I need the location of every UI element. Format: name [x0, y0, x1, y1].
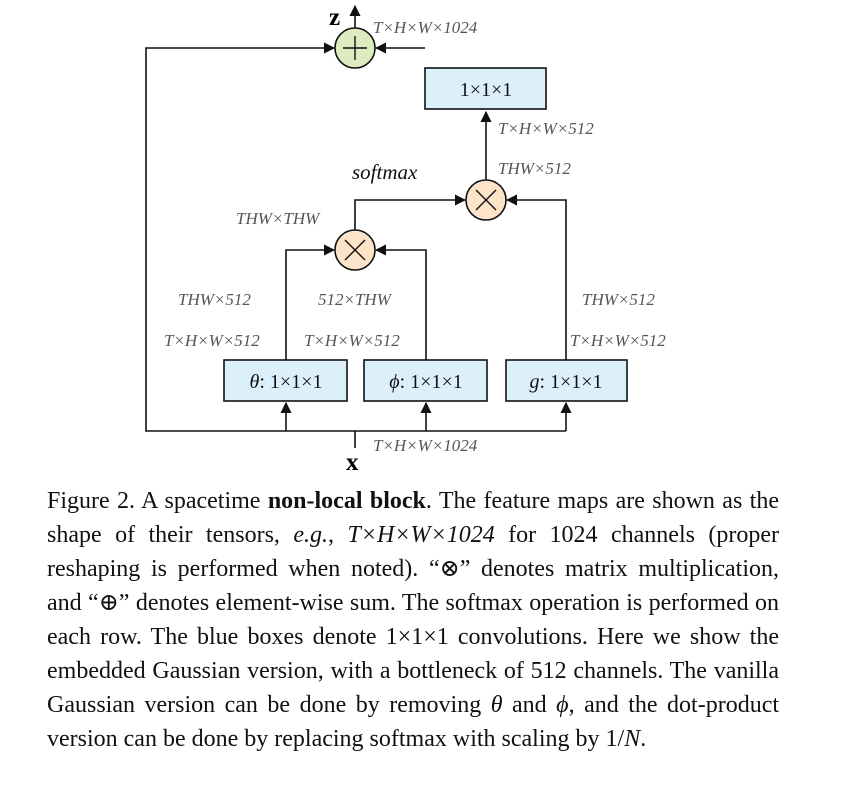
- theta-symbol: θ: [250, 371, 260, 393]
- phi-conv-label: : 1×1×1: [400, 371, 463, 393]
- softmax-label: softmax: [352, 160, 418, 184]
- svg-text:θ: 1×1×1: θ: 1×1×1: [250, 371, 323, 393]
- input-x-label: x: [346, 449, 359, 476]
- product-shape-label: THW×512: [498, 159, 571, 178]
- attention-shape-label: THW×THW: [236, 209, 321, 228]
- conv-box-theta: θ: 1×1×1: [223, 359, 348, 402]
- output-z-label: z: [329, 4, 340, 31]
- caption-text-5: , and the dot-product version can be don…: [47, 692, 780, 752]
- caption-theta: θ: [490, 692, 503, 718]
- phi-output-shape-label: T×H×W×512: [304, 331, 400, 350]
- conv-top-label: 1×1×1: [460, 79, 513, 101]
- caption-phi: ϕ: [556, 692, 569, 718]
- g-reshaped-label: THW×512: [582, 290, 655, 309]
- g-to-product-arrow: [505, 194, 567, 360]
- g-symbol: g: [529, 371, 539, 393]
- theta-to-product-arrow: [285, 244, 336, 360]
- caption-text-3: for 1024 channels (proper reshaping is p…: [47, 522, 780, 718]
- caption-shape-math: T×H×W×1024: [347, 522, 495, 548]
- caption-text-1: . The feature maps are shown as the shap…: [47, 488, 779, 548]
- svg-text:g: 1×1×1: g: 1×1×1: [529, 371, 602, 393]
- conv-box-g: g: 1×1×1: [505, 359, 628, 402]
- non-local-block-diagram: 1×1×1 θ: 1×1×1 ϕ: 1×1×1 g: 1×1×1 z x T×H…: [145, 4, 666, 476]
- softmax-arrow: [354, 194, 467, 232]
- caption-n: N: [624, 726, 641, 752]
- matmul-node-2: [465, 179, 507, 221]
- output-shape-label: T×H×W×1024: [373, 18, 478, 37]
- phi-reshaped-label: 512×THW: [318, 290, 393, 309]
- theta-conv-label: : 1×1×1: [259, 371, 322, 393]
- caption-text-4: and: [502, 692, 557, 718]
- figure-caption: Figure 2. A spacetime non-local block. T…: [47, 484, 779, 756]
- g-output-shape-label: T×H×W×512: [570, 331, 666, 350]
- conv-output-shape-label: T×H×W×512: [498, 119, 594, 138]
- skip-connection: [145, 42, 355, 432]
- theta-reshaped-label: THW×512: [178, 290, 251, 309]
- caption-prefix: Figure 2. A spacetime: [47, 488, 268, 514]
- phi-symbol: ϕ: [389, 371, 399, 393]
- svg-text:ϕ: 1×1×1: ϕ: 1×1×1: [389, 371, 462, 393]
- conv-box-top: 1×1×1: [424, 67, 547, 110]
- conv-box-phi: ϕ: 1×1×1: [363, 359, 488, 402]
- matmul-node-1: [334, 229, 376, 271]
- phi-to-product-arrow: [374, 244, 427, 360]
- caption-eg: e.g.: [293, 522, 328, 548]
- input-shape-label: T×H×W×1024: [373, 436, 478, 455]
- caption-bold-term: non-local block: [267, 488, 426, 514]
- caption-text-2: ,: [328, 522, 348, 548]
- connection-lines: [145, 4, 572, 448]
- theta-output-shape-label: T×H×W×512: [164, 331, 260, 350]
- sum-node: [334, 27, 376, 69]
- g-conv-label: : 1×1×1: [539, 371, 602, 393]
- caption-end: .: [640, 726, 647, 752]
